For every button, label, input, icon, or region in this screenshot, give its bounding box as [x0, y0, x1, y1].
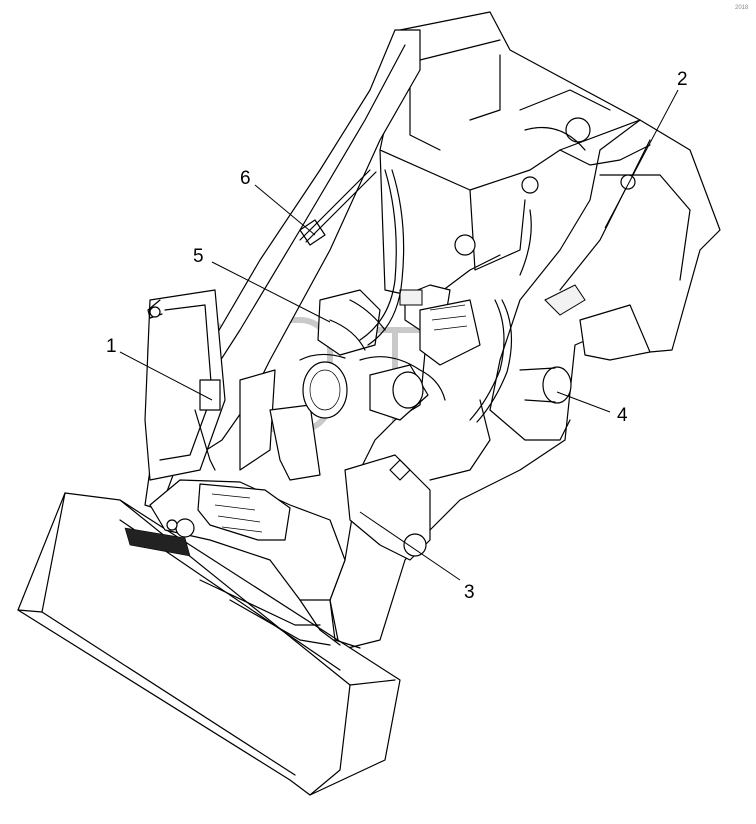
callout-6: 6 — [240, 168, 251, 189]
rear-uprights — [329, 399, 491, 649]
left-boom-arm — [144, 29, 421, 511]
front-assembly — [149, 479, 346, 646]
bucket — [17, 492, 401, 796]
callout-3: 3 — [464, 582, 475, 603]
callout-1: 1 — [106, 336, 117, 357]
callouts: 1 2 3 4 5 6 — [106, 69, 688, 603]
callout-2: 2 — [677, 69, 688, 90]
corner-mark: 2018 — [735, 5, 749, 11]
leader-lines — [119, 89, 679, 581]
callout-5: 5 — [193, 246, 204, 267]
right-plate — [489, 284, 651, 441]
callout-4: 4 — [617, 405, 628, 426]
center-components — [239, 284, 481, 481]
hoses — [147, 169, 532, 423]
